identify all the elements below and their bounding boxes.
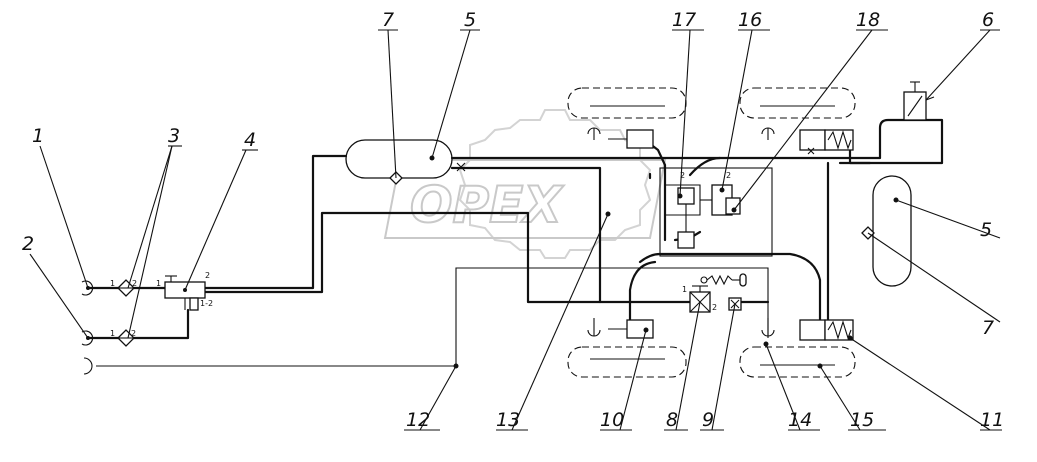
callout-11: 11 xyxy=(980,409,1004,431)
junction-markers xyxy=(456,147,815,172)
coupling-heads xyxy=(81,280,94,375)
callout-9: 9 xyxy=(702,409,714,431)
callout-6: 6 xyxy=(982,9,994,31)
valve-4: 1 2 1-2 xyxy=(156,271,213,311)
valve-lower-body xyxy=(677,231,695,249)
leader-dots xyxy=(429,155,899,369)
callout-15: 15 xyxy=(850,409,874,431)
callout-5-right: 5 xyxy=(980,219,992,241)
watermark-text: OPEX xyxy=(410,176,564,234)
callout-2: 2 xyxy=(22,233,34,255)
callout-12: 12 xyxy=(406,409,430,431)
callout-8: 8 xyxy=(666,409,678,431)
brake-chamber-lower xyxy=(608,319,654,339)
pipe-network xyxy=(88,118,944,367)
control-block: 2 2 xyxy=(659,167,773,257)
wheel-front-right xyxy=(739,87,856,119)
lever-spring xyxy=(700,273,747,287)
receiver-left xyxy=(345,139,453,185)
callout-10: 10 xyxy=(600,409,624,431)
callout-18: 18 xyxy=(856,9,880,31)
wheel-rear-right xyxy=(739,346,856,378)
port-filter-upper-in: 1 xyxy=(110,279,115,288)
sensors xyxy=(587,127,775,337)
port-valve8-out: 2 xyxy=(712,303,717,312)
callout-16: 16 xyxy=(738,9,762,31)
callout-13: 13 xyxy=(496,409,520,431)
watermark-logo: OPEX xyxy=(383,109,667,259)
callout-1: 1 xyxy=(32,125,44,147)
brake-chamber-upper xyxy=(608,129,654,149)
callout-labels: 1 2 3 4 5 5 6 7 7 8 9 10 11 12 13 14 15 … xyxy=(22,9,1004,431)
leader-lines xyxy=(29,29,1002,431)
callout-17: 17 xyxy=(672,9,696,31)
coupling-head-12 xyxy=(83,357,93,375)
port-modulator-a: 2 xyxy=(680,171,685,180)
port-valve8-in: 1 xyxy=(682,285,687,294)
port-valve4-in: 1 xyxy=(156,279,161,288)
callout-14: 14 xyxy=(788,409,812,431)
port-modulator-b: 2 xyxy=(726,171,731,180)
spring-chamber-lower xyxy=(799,319,854,341)
valve-6 xyxy=(903,81,935,121)
filter-upper: 1 2 xyxy=(110,279,137,297)
callout-5-left: 5 xyxy=(464,9,476,31)
port-filter-lower-out: 2 xyxy=(131,329,136,338)
callout-7-right: 7 xyxy=(982,317,994,339)
valve-8: 1 2 xyxy=(682,285,717,313)
filter-lower: 1 2 xyxy=(110,329,136,347)
wheel-front-left xyxy=(567,87,687,119)
receiver-right xyxy=(861,175,912,287)
port-valve4-exhaust: 1-2 xyxy=(200,299,213,308)
port-filter-upper-out: 2 xyxy=(132,279,137,288)
port-valve4-out: 2 xyxy=(205,271,210,280)
wheel-rear-left xyxy=(567,346,687,378)
callout-4: 4 xyxy=(244,129,256,151)
callout-7-left: 7 xyxy=(382,9,394,31)
coupling-head-2 xyxy=(81,330,94,346)
spring-chamber-upper xyxy=(799,129,854,151)
callout-3: 3 xyxy=(168,125,180,147)
port-filter-lower-in: 1 xyxy=(110,329,115,338)
